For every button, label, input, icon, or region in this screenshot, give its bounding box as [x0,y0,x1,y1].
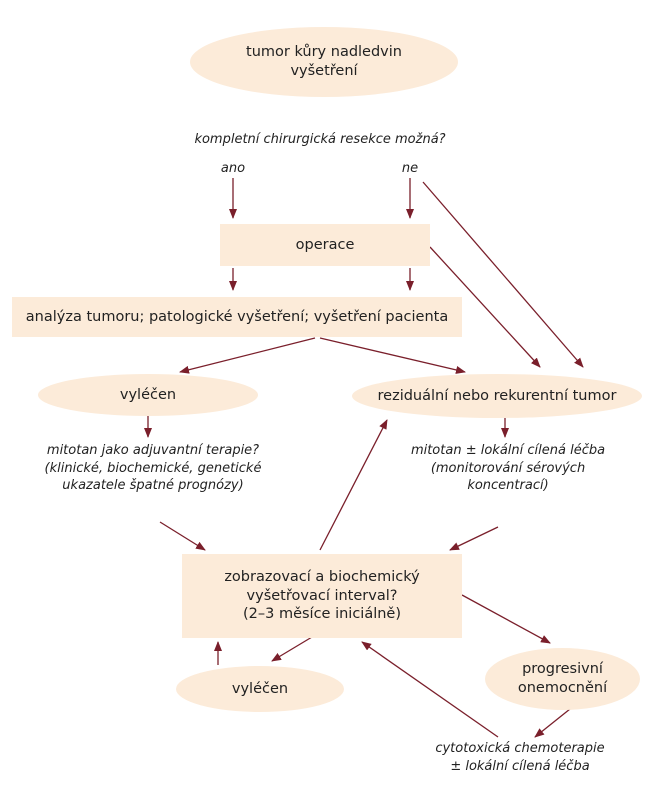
label-question: kompletní chirurgická resekce možná? [194,132,446,147]
adjuvant-to-imaging-arrow [159,521,206,551]
analysis-to-residual-arrow [319,337,466,374]
node-imaging: zobrazovací a biochemický vyšetřovací in… [182,554,462,638]
imaging-to-residual-arrow [319,419,388,551]
imaging-to-cured2-arrow [271,636,313,662]
node-analysis: analýza tumoru; patologické vyšetření; v… [12,297,462,337]
label-no: ne [401,161,419,176]
node-residual: reziduální nebo rekurentní tumor [352,374,642,418]
node-surgery: operace [220,224,430,266]
no-to-residual-arrow [422,181,584,368]
node-cured-1: vyléčen [38,374,258,416]
label-cytotoxic: cytotoxická chemoterapie ± lokální cílen… [435,741,605,774]
node-progressive: progresivní onemocnění [485,648,640,710]
label-adjuvant: mitotan jako adjuvantní terapie? (klinic… [44,443,262,494]
operace-to-residual-arrow [429,246,541,368]
node-start: tumor kůry nadledvin vyšetření [190,27,458,97]
analysis-to-cured-arrow [179,337,316,374]
imaging-to-progressive-arrow [461,594,551,644]
label-yes: ano [220,161,246,176]
node-cured-2: vyléčen [176,666,344,712]
mitotane-to-imaging-arrow [449,526,499,551]
label-mitotane: mitotan ± lokální cílená léčba (monitoro… [410,443,606,494]
progressive-to-cytotoxic-arrow [534,708,571,738]
cytotoxic-to-imaging-arrow [361,641,499,738]
